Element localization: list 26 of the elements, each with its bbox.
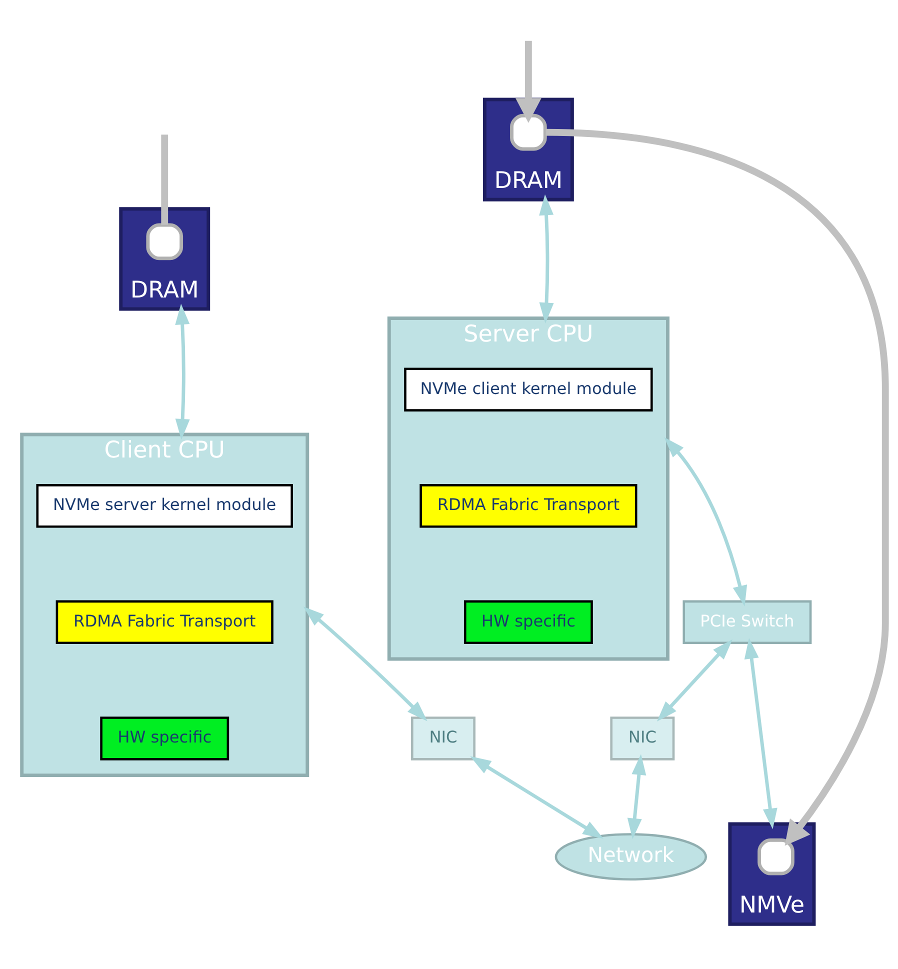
arrow — [656, 638, 732, 722]
cluster: DRAM — [119, 206, 210, 310]
arrow — [175, 303, 190, 440]
node-box: NVMe client kernel module — [404, 367, 653, 411]
node-box: RDMA Fabric Transport — [56, 600, 274, 644]
node-box: NIC — [610, 716, 675, 760]
arrow — [546, 128, 889, 846]
node-box — [510, 113, 547, 150]
arrow — [303, 606, 428, 721]
arrow — [627, 754, 646, 839]
node-box: HW specific — [100, 716, 230, 760]
node-ellipse: Network — [554, 832, 708, 880]
arrow — [744, 637, 778, 829]
arrow — [664, 436, 748, 606]
node-box: NIC — [411, 716, 476, 760]
arrow — [515, 40, 542, 122]
arrow — [539, 194, 554, 323]
node-box: RDMA Fabric Transport — [420, 484, 638, 528]
node-box — [758, 838, 794, 875]
cluster: NMVe — [728, 822, 816, 926]
arrow — [470, 756, 604, 838]
connector — [161, 134, 168, 224]
node-box: NVMe server kernel module — [36, 484, 293, 528]
node-box: PCIe Switch — [682, 600, 812, 644]
node-box: HW specific — [464, 600, 593, 644]
node-box — [146, 222, 184, 260]
